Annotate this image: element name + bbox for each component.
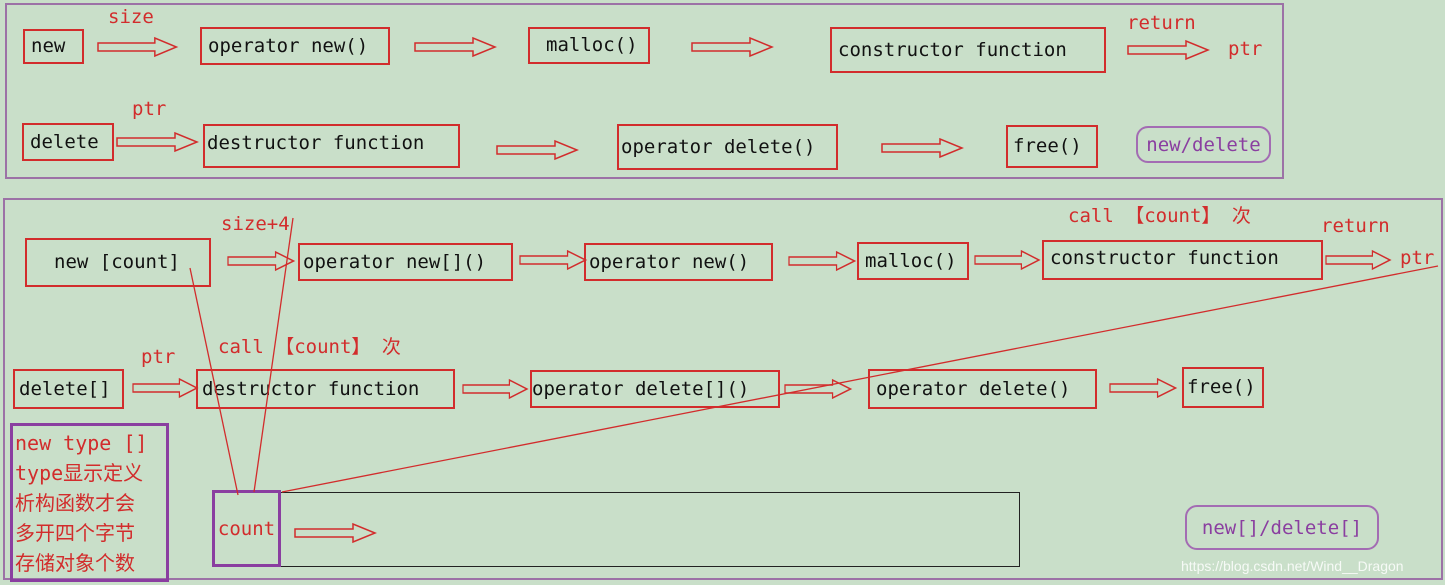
arrow-count-to-memory: [294, 523, 376, 543]
arrow-deletearr-to-dtor: [132, 378, 198, 398]
return-label-2: return: [1321, 215, 1390, 237]
new-count-box: new [count]: [25, 238, 211, 287]
destructor-box-2: destructor function: [196, 369, 455, 409]
arrow-newcount-to-opnewarr: [227, 251, 295, 271]
arrow-opdelete-to-free: [881, 138, 963, 158]
free-box-2: free(): [1182, 367, 1264, 408]
arrow-opnew-to-malloc: [414, 37, 496, 57]
arrow-ctor-to-ptr-2: [1325, 250, 1391, 270]
arrow-malloc-to-ctor: [691, 37, 773, 57]
new-delete-tag: new/delete: [1136, 126, 1271, 163]
arrow-delete-to-dtor: [116, 132, 198, 152]
watermark: https://blog.csdn.net/Wind__Dragon: [1181, 558, 1404, 574]
line-ptr-to-count: [281, 265, 1439, 493]
operator-new-box: operator new(): [200, 27, 390, 65]
delete-box: delete: [22, 123, 114, 161]
new-delete-frame: [5, 3, 1284, 179]
new-box: new: [23, 29, 84, 64]
array-new-delete-frame: [3, 198, 1443, 580]
return-label: return: [1127, 12, 1196, 34]
arrow-opnew-to-malloc-2: [788, 251, 856, 271]
line-newcount-to-count: [189, 267, 239, 496]
line-size4-to-count: [253, 217, 294, 493]
operator-new-box-2: operator new(): [584, 243, 773, 281]
arrow-dtor-to-opdeletearr: [462, 379, 528, 399]
note-line-2: type显示定义: [15, 461, 144, 485]
note-line-4: 多开四个字节: [15, 521, 135, 545]
ptr-label-4: ptr: [141, 346, 176, 368]
operator-delete-box-2: operator delete(): [868, 369, 1097, 409]
note-line-3: 析构函数才会: [15, 491, 135, 515]
ptr-label: ptr: [1228, 38, 1263, 60]
count-cell: count: [212, 490, 281, 567]
arrow-malloc-to-ctor-2: [974, 250, 1040, 270]
ptr-label-3: ptr: [1400, 247, 1435, 269]
operator-delete-box: operator delete(): [617, 124, 838, 170]
new-array-delete-array-tag: new[]/delete[]: [1185, 505, 1379, 550]
arrow-new-to-opnew: [97, 37, 178, 57]
size-plus-4-label: size+4: [221, 213, 290, 235]
note-line-1: new type []: [15, 431, 148, 455]
array-note: new type [] type显示定义 析构函数才会 多开四个字节 存储对象个…: [10, 423, 169, 582]
operator-new-array-box: operator new[](): [298, 243, 513, 281]
destructor-box: destructor function: [203, 124, 460, 168]
call-count-label-dtor: call 【count】 次: [218, 336, 401, 358]
constructor-box-2: constructor function: [1042, 240, 1323, 280]
size-label: size: [108, 6, 154, 28]
malloc-box: malloc(): [528, 27, 650, 64]
arrow-ctor-to-ptr: [1127, 40, 1209, 60]
ptr-label-2: ptr: [132, 98, 167, 120]
note-line-5: 存储对象个数: [15, 551, 135, 575]
malloc-box-2: malloc(): [857, 242, 969, 280]
constructor-box: constructor function: [830, 27, 1106, 73]
arrow-dtor-to-opdelete: [496, 140, 578, 160]
operator-delete-array-box: operator delete[](): [530, 370, 780, 408]
arrow-opdelete-to-free-2: [1109, 378, 1177, 398]
delete-array-box: delete[]: [13, 369, 124, 409]
call-count-label-ctor: call 【count】 次: [1068, 205, 1251, 227]
arrow-opnewarr-to-opnew: [519, 250, 587, 270]
free-box: free(): [1006, 125, 1098, 168]
